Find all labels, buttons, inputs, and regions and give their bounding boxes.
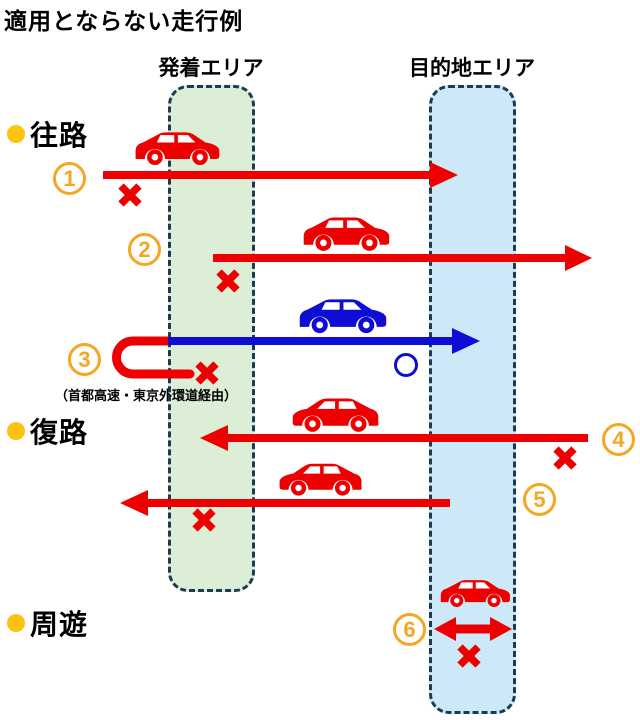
section-return: 復路 <box>7 411 88 451</box>
section-excursion-label: 周遊 <box>30 609 89 640</box>
ok-circle-icon <box>394 353 418 377</box>
example-3-badge: 3 <box>68 343 101 376</box>
arrow-left-icon <box>120 490 450 516</box>
section-outbound-label: 往路 <box>30 120 89 151</box>
bullet-icon <box>7 125 25 143</box>
bullet-icon <box>7 614 25 632</box>
arrow-right-icon <box>168 328 480 354</box>
section-outbound: 往路 <box>7 114 88 154</box>
route-note: （首都高速・東京外環道経由） <box>55 388 238 403</box>
section-return-label: 復路 <box>30 417 89 448</box>
ng-cross-icon <box>215 268 241 294</box>
example-2-badge: 2 <box>128 233 161 266</box>
destination-area-zone <box>429 85 516 714</box>
ng-cross-icon <box>117 182 143 208</box>
car-icon <box>437 578 513 608</box>
destination-area-label: 目的地エリア <box>409 57 535 80</box>
arrow-right-icon <box>103 162 458 188</box>
example-1-badge: 1 <box>53 162 86 195</box>
example-6-badge: 6 <box>393 613 426 646</box>
bullet-icon <box>7 422 25 440</box>
ng-cross-icon <box>191 507 217 533</box>
ng-cross-icon <box>552 445 578 471</box>
page-title: 適用とならない走行例 <box>4 8 244 34</box>
section-excursion: 周遊 <box>7 603 88 643</box>
ng-cross-icon <box>194 360 220 386</box>
arrow-double-icon <box>434 617 512 641</box>
example-5-badge: 5 <box>523 483 556 516</box>
ng-cross-icon <box>456 643 482 669</box>
arrow-left-icon <box>200 425 588 451</box>
example-4-badge: 4 <box>602 423 635 456</box>
arrow-right-icon <box>213 245 592 271</box>
departure-area-label: 発着エリア <box>158 57 264 80</box>
u-turn-arrow-icon <box>112 336 195 379</box>
